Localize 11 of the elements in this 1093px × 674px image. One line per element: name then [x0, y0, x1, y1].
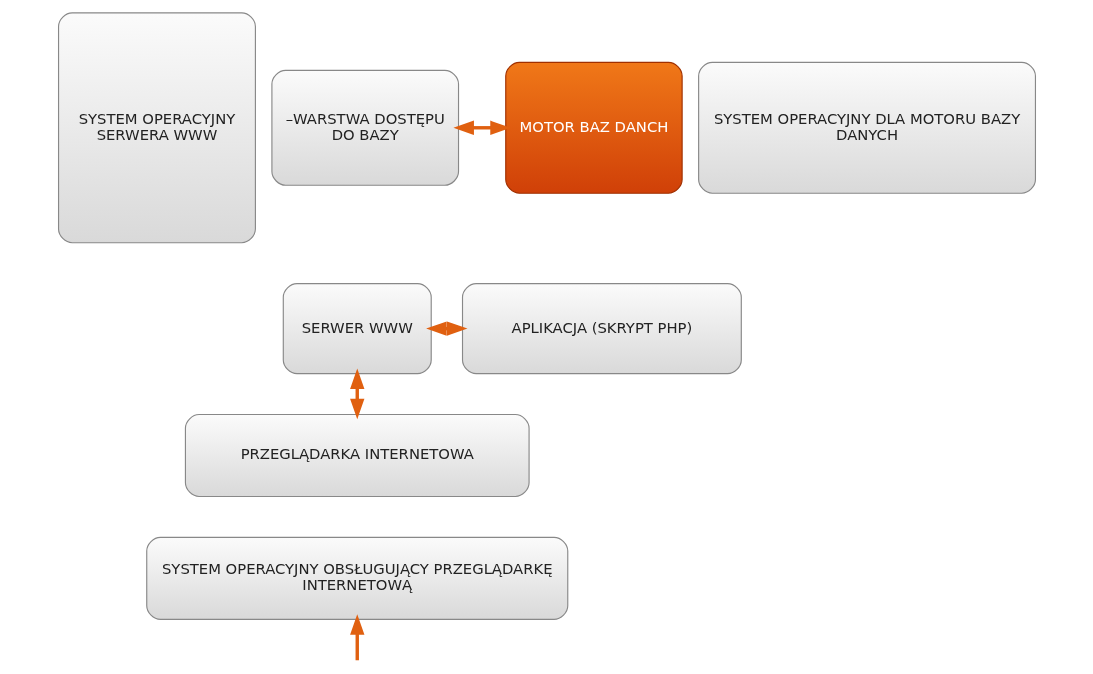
arrow [349, 368, 364, 420]
node-box: MOTOR BAZ DANCH [504, 61, 683, 194]
arrow [425, 321, 467, 336]
node-box: PRZEGLĄDARKA INTERNETOWA [184, 413, 530, 498]
node-box: SYSTEM OPERACYJNY OBSŁUGUJĄCY PRZEGLĄDARKĘ INTERNETOWĄ [145, 536, 568, 620]
node-box: APLIKACJA (SKRYPT PHP) [461, 283, 742, 375]
node-box: SERWER WWW [282, 283, 432, 375]
node-box: –WARSTWA DOSTĘPU DO BAZY [270, 69, 459, 186]
arrow [349, 614, 364, 661]
node-box: SYSTEM OPERACYJNY DLA MOTORU BAZY DANYCH [697, 61, 1036, 194]
node-box: SYSTEM OPERACYJNY SERWERA WWW [57, 12, 256, 244]
